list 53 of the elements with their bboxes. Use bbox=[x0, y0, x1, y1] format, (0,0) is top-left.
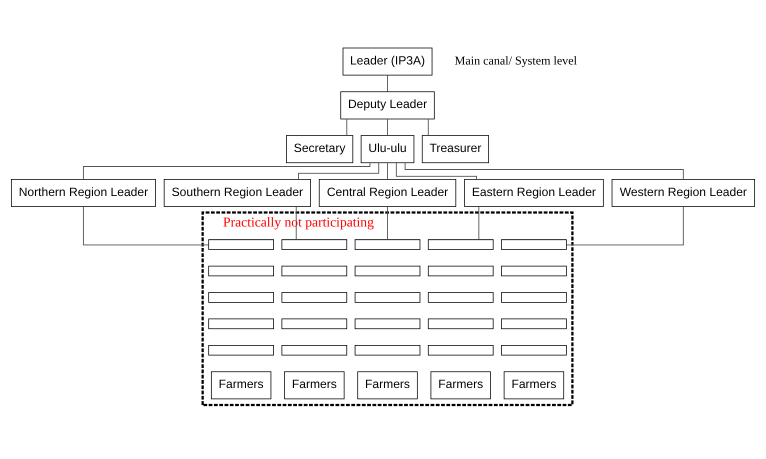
node-box bbox=[208, 292, 274, 303]
connector bbox=[387, 118, 388, 136]
node-box bbox=[208, 344, 274, 356]
node-box: Eastern Region Leader bbox=[464, 178, 604, 207]
node-box: Southern Region Leader bbox=[164, 178, 311, 207]
connector bbox=[387, 162, 388, 180]
connector bbox=[298, 162, 380, 180]
node-box bbox=[208, 266, 274, 276]
node-box bbox=[282, 239, 348, 250]
node-box bbox=[354, 266, 420, 276]
node-box bbox=[354, 292, 420, 303]
node-box bbox=[428, 344, 494, 356]
node-box bbox=[428, 266, 494, 276]
node-box bbox=[282, 266, 348, 276]
node-box bbox=[501, 292, 567, 303]
node-box bbox=[282, 318, 348, 330]
node-box bbox=[208, 318, 274, 330]
node-box bbox=[501, 344, 567, 356]
node-box: Secretary bbox=[286, 135, 354, 164]
node-box: Treasurer bbox=[422, 135, 490, 164]
node-box: Ulu-ulu bbox=[360, 135, 414, 164]
node-box: Farmers bbox=[504, 371, 564, 400]
connector bbox=[387, 74, 388, 92]
connector bbox=[82, 206, 210, 246]
node-box: Farmers bbox=[210, 371, 272, 400]
node-box: Western Region Leader bbox=[612, 178, 756, 207]
node-box bbox=[354, 344, 420, 356]
connector bbox=[346, 118, 348, 136]
connector bbox=[428, 118, 429, 136]
node-box bbox=[428, 318, 494, 330]
connector bbox=[404, 162, 684, 180]
node-box: Central Region Leader bbox=[318, 178, 456, 207]
node-box: Farmers bbox=[357, 371, 418, 400]
node-box: Deputy Leader bbox=[340, 91, 435, 120]
label: Main canal/ System level bbox=[454, 53, 577, 68]
node-box bbox=[428, 292, 494, 303]
connector bbox=[387, 206, 388, 240]
node-box bbox=[354, 239, 420, 250]
node-box bbox=[282, 344, 348, 356]
connector bbox=[478, 206, 480, 240]
node-box bbox=[501, 239, 567, 250]
connector bbox=[396, 162, 478, 180]
node-box bbox=[354, 318, 420, 330]
node-box bbox=[282, 292, 348, 303]
node-box: Farmers bbox=[284, 371, 345, 400]
node-box: Farmers bbox=[430, 371, 491, 400]
node-box bbox=[428, 239, 494, 250]
node-box: Northern Region Leader bbox=[10, 178, 156, 207]
node-box bbox=[208, 239, 274, 250]
node-box: Leader (IP3A) bbox=[342, 48, 432, 76]
connector bbox=[566, 206, 684, 246]
node-box bbox=[501, 318, 567, 330]
node-box bbox=[501, 266, 567, 276]
